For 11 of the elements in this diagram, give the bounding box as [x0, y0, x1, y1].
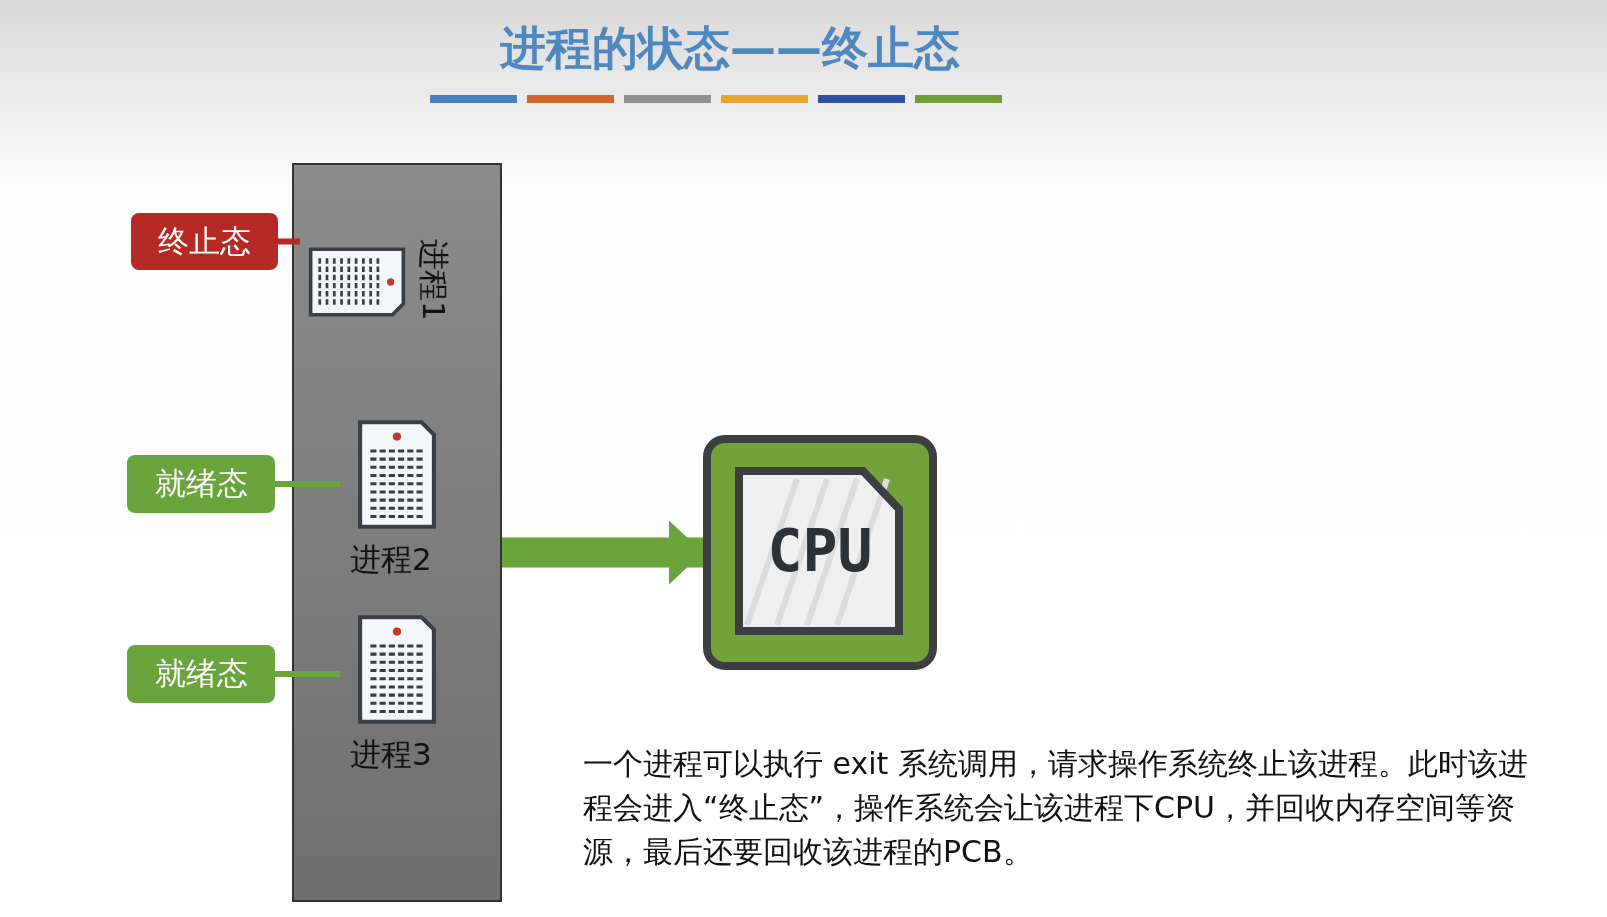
process-label: 进程2 [350, 540, 432, 579]
status-callout: 就绪态 [127, 455, 275, 513]
status-callout: 终止态 [131, 213, 278, 270]
slide-title: 进程的状态——终止态 [498, 20, 961, 77]
process-label: 进程1 [415, 239, 453, 321]
queue-panel [292, 163, 502, 902]
status-callout: 就绪态 [127, 645, 275, 703]
chip-label: CPU [766, 517, 874, 585]
description-text: 一个进程可以执行 exit 系统调用，请求操作系统终止该进程。此时该进程会进入“终止态”，操作系统会让该进程下CPU，并回收内存空间等资源，最后还要回收该进程的PCB。 [583, 745, 1529, 871]
arrow [502, 520, 703, 585]
process-label: 进程3 [350, 735, 432, 774]
